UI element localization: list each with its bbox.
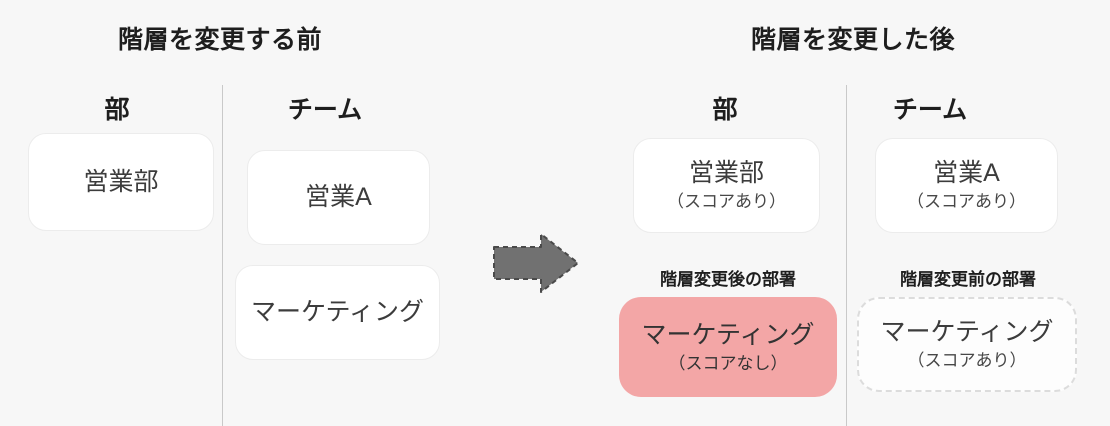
after-team-card-marketing-dashed: マーケティング （スコアあり） — [857, 297, 1077, 392]
after-team-card-sales-a: 営業A （スコアあり） — [875, 138, 1058, 233]
after-column-divider — [846, 85, 847, 426]
after-department-card-sales: 営業部 （スコアあり） — [633, 138, 820, 233]
after-department-card-marketing-highlighted: マーケティング （スコアなし） — [619, 297, 837, 397]
before-column-divider — [222, 85, 223, 426]
card-label: 営業部 — [688, 159, 764, 188]
before-panel-title: 階層を変更する前 — [117, 26, 322, 54]
before-department-card-sales: 営業部 — [28, 133, 214, 231]
after-column-header-department: 部 — [712, 96, 738, 124]
card-score-note: （スコアあり） — [907, 351, 1027, 371]
before-column-header-team: チーム — [287, 96, 363, 124]
right-arrow-shape — [493, 233, 579, 293]
card-label: 営業部 — [83, 167, 159, 196]
after-panel-title: 階層を変更した後 — [750, 26, 955, 54]
before-team-card-marketing: マーケティング — [235, 265, 440, 360]
before-team-card-sales-a: 営業A — [247, 150, 430, 245]
card-label: 営業A — [305, 183, 372, 212]
card-label: マーケティング — [880, 318, 1054, 347]
card-score-note: （スコアなし） — [668, 353, 788, 373]
after-department-annotation: 階層変更後の部署 — [660, 270, 796, 289]
right-arrow-icon — [493, 233, 579, 293]
after-team-annotation: 階層変更前の部署 — [900, 270, 1036, 289]
card-score-note: （スコアあり） — [667, 192, 786, 212]
card-label: マーケティング — [641, 320, 815, 349]
before-column-header-department: 部 — [104, 96, 130, 124]
card-label: 営業A — [933, 159, 1000, 188]
after-column-header-team: チーム — [892, 96, 968, 124]
card-label: マーケティング — [250, 298, 424, 327]
card-score-note: （スコアあり） — [907, 192, 1026, 212]
